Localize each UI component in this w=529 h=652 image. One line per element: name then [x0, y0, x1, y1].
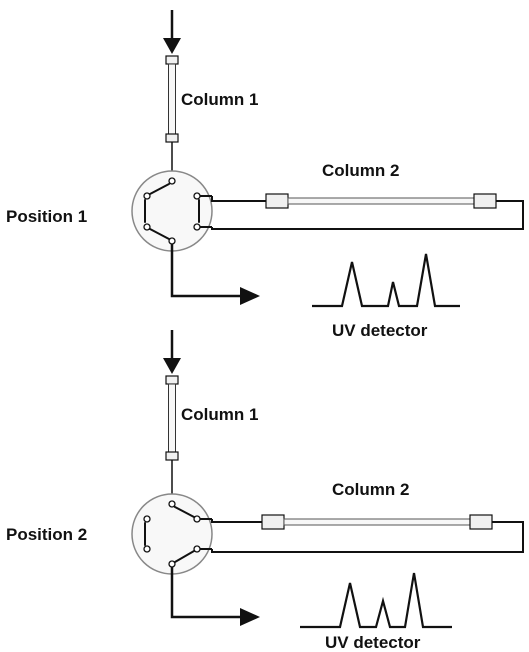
configuration-position-2 [131, 330, 524, 629]
inlet-arrow [163, 330, 181, 374]
inlet-arrow [163, 10, 181, 54]
chromatogram-trace [312, 253, 460, 308]
column-1-label: Column 1 [181, 90, 259, 109]
switching-valve [131, 493, 213, 575]
detector-label: UV detector [325, 633, 421, 652]
column-2 [211, 514, 524, 553]
position-label: Position 1 [6, 207, 88, 226]
column-1 [165, 375, 179, 500]
outlet-arrow [170, 244, 260, 305]
column-1 [165, 55, 179, 178]
column-1-label: Column 1 [181, 405, 259, 424]
outlet-arrow [170, 567, 260, 626]
column-2 [211, 193, 524, 230]
position-label: Position 2 [6, 525, 88, 544]
column-2-label: Column 2 [322, 161, 400, 180]
chromatogram-trace [300, 572, 452, 629]
switching-valve [131, 170, 213, 252]
column-2-label: Column 2 [332, 480, 410, 499]
detector-label: UV detector [332, 321, 428, 340]
configuration-position-1 [131, 10, 524, 308]
